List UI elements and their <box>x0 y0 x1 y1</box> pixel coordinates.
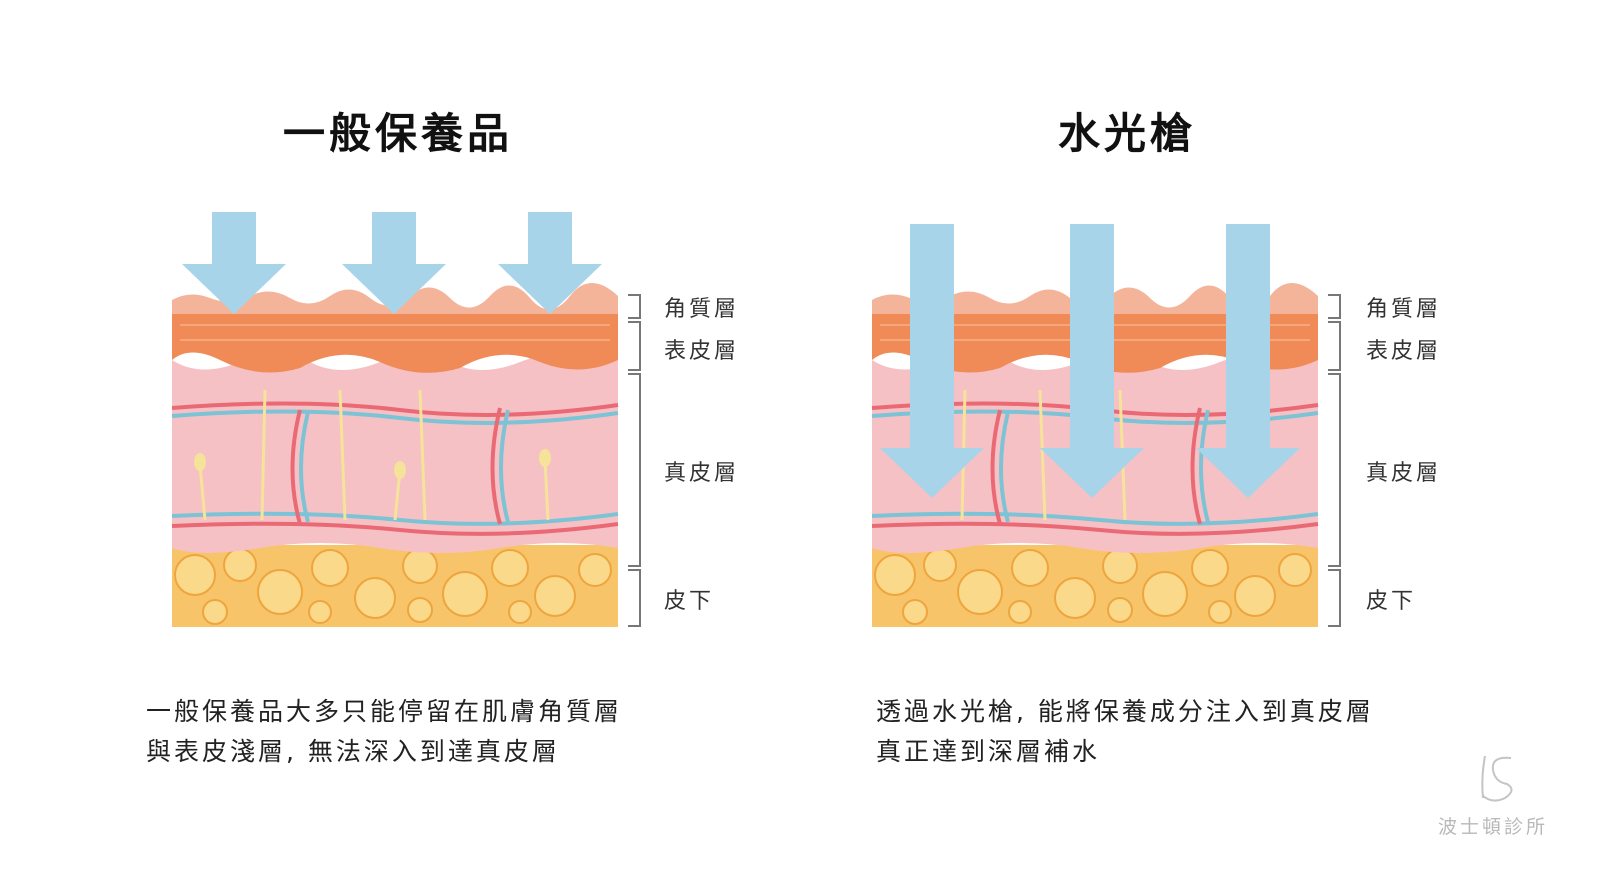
label-dermis: 真皮層 <box>1366 461 1442 486</box>
label-epidermis: 表皮層 <box>664 339 740 364</box>
label-stratum-corneum: 角質層 <box>1366 297 1442 322</box>
panel-water-light-gun: 水光槍 <box>720 0 1520 877</box>
skin-cross-section <box>171 283 619 627</box>
fat-cells <box>174 548 612 625</box>
panel-description: 透過水光槍, 能將保養成分注入到真皮層 真正達到深層補水 <box>876 692 1374 772</box>
hair-follicles <box>198 389 550 521</box>
layer-brackets <box>628 294 641 627</box>
panel-regular-skincare: 一般保養品 <box>146 109 740 772</box>
epidermis-cells <box>180 324 610 341</box>
dermis-vessels <box>171 401 619 536</box>
injection-arrows <box>880 224 1300 498</box>
topical-arrows <box>182 212 602 314</box>
description-line: 透過水光槍, 能將保養成分注入到真皮層 <box>876 697 1374 726</box>
description-line: 一般保養品大多只能停留在肌膚角質層 <box>146 697 623 726</box>
label-dermis: 真皮層 <box>664 461 740 486</box>
layer-brackets <box>1328 294 1341 627</box>
clinic-logo: 波士頓診所 <box>1428 750 1558 839</box>
label-stratum-corneum: 角質層 <box>664 297 740 322</box>
fat-cells <box>874 548 1312 625</box>
clinic-name: 波士頓診所 <box>1437 816 1548 838</box>
skin-cross-section <box>871 283 1319 627</box>
description-line: 與表皮淺層, 無法深入到達真皮層 <box>146 737 560 766</box>
panel-title: 一般保養品 <box>283 109 514 158</box>
skin-diagram <box>871 224 1341 627</box>
bs-monogram-icon <box>1481 755 1513 802</box>
panel-description: 一般保養品大多只能停留在肌膚角質層 與表皮淺層, 無法深入到達真皮層 <box>146 692 622 772</box>
description-line: 真正達到深層補水 <box>876 737 1101 766</box>
panel-title: 水光槍 <box>1058 109 1197 158</box>
label-subcutis: 皮下 <box>664 589 715 614</box>
skin-diagram <box>171 212 641 627</box>
label-epidermis: 表皮層 <box>1366 339 1442 364</box>
label-subcutis: 皮下 <box>1366 589 1417 614</box>
